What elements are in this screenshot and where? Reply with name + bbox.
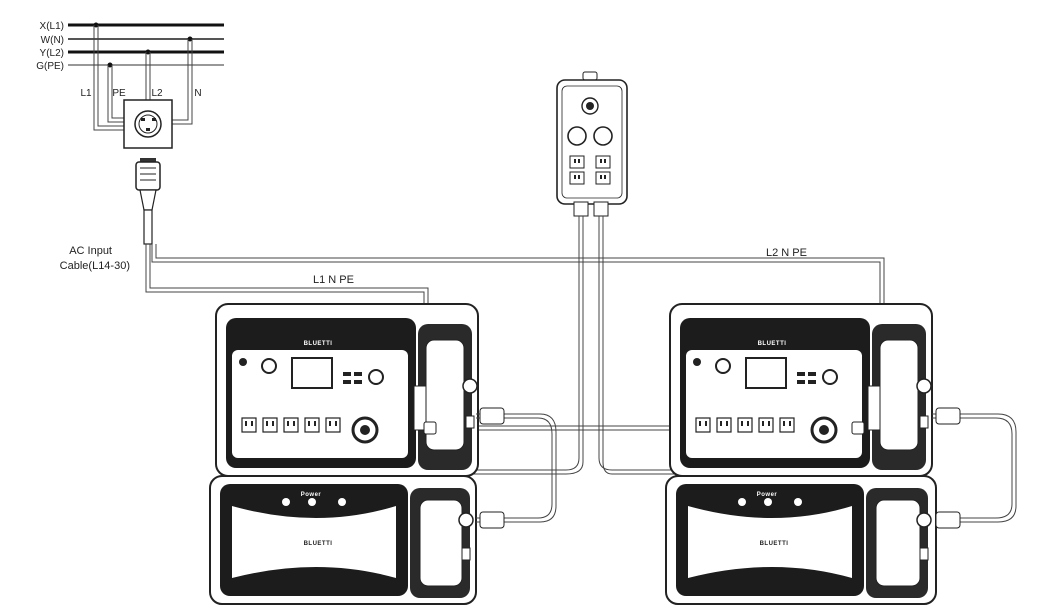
ac-button [368, 369, 384, 385]
label-g-pe: G(PE) [36, 61, 64, 72]
battery-power-button [282, 498, 290, 506]
cable-connector [935, 511, 961, 529]
power-station-left: BLUETTI [209, 303, 479, 605]
junction-dot [145, 49, 151, 55]
ac-outlet [569, 155, 585, 169]
parallel-box-port [573, 201, 589, 217]
ac-outlet [569, 171, 585, 185]
left-feed-label: L1 N PE [313, 274, 354, 286]
battery-side-port [916, 512, 932, 528]
power-button [693, 358, 701, 366]
plug-head [135, 161, 161, 191]
power-station-right: BLUETTI [665, 303, 937, 605]
ac-input-label: AC Input [69, 245, 112, 257]
display-screen [745, 357, 787, 389]
ac-input-cable-label: Cable(L14-30) [60, 260, 130, 272]
parallel-box-port [593, 201, 609, 217]
battery-power-label: Power [301, 492, 322, 498]
parallel-box-cables [367, 216, 827, 475]
label-w-n: W(N) [41, 35, 64, 46]
inverter-brand: BLUETTI [304, 341, 333, 347]
battery-brand: BLUETTI [304, 541, 333, 547]
battery-power-label: Power [757, 492, 778, 498]
power-button [239, 358, 247, 366]
side-port [916, 378, 932, 394]
twist-lock-outlet-2 [593, 126, 613, 146]
dc-button [715, 358, 731, 374]
battery-power-button [738, 498, 746, 506]
twist-lock-outlet-1 [567, 126, 587, 146]
junction-dot [93, 22, 99, 28]
inverter-side-ports [413, 385, 427, 431]
cable-connector [479, 407, 505, 425]
drop-label-l1: L1 [80, 88, 92, 99]
battery-brand: BLUETTI [760, 541, 789, 547]
cable-connector [479, 511, 505, 529]
ac-button [822, 369, 838, 385]
cable-strain-relief [143, 209, 153, 245]
drop-label-l2: L2 [151, 88, 163, 99]
junction-dot [107, 62, 113, 68]
junction-dot [187, 36, 193, 42]
ac-outlet [595, 171, 611, 185]
ac-outlet-row [241, 417, 341, 433]
label-y-l2: Y(L2) [40, 48, 64, 59]
link-connector-right [851, 421, 865, 435]
link-connector-left [423, 421, 437, 435]
drop-label-n: N [194, 88, 201, 99]
battery-side-port [458, 512, 474, 528]
drop-label-pe: PE [112, 88, 126, 99]
battery-cable-left [476, 413, 557, 523]
inverter-side-ports [867, 385, 881, 431]
parallel-box-handle [582, 71, 598, 81]
ac-outlet-row [695, 417, 795, 433]
right-feed-label: L2 N PE [766, 247, 807, 259]
cable-connector [935, 407, 961, 425]
display-screen [291, 357, 333, 389]
inverter-brand: BLUETTI [758, 341, 787, 347]
label-x-l1: X(L1) [40, 21, 64, 32]
side-port [462, 378, 478, 394]
l14-30-plug [135, 158, 161, 245]
parallel-box [556, 71, 628, 217]
dc-button [261, 358, 277, 374]
utility-grid: X(L1) W(N) Y(L2) G(PE) L1 PE L2 N [36, 21, 224, 149]
ac-outlet [595, 155, 611, 169]
battery-cable-right [932, 413, 1017, 523]
